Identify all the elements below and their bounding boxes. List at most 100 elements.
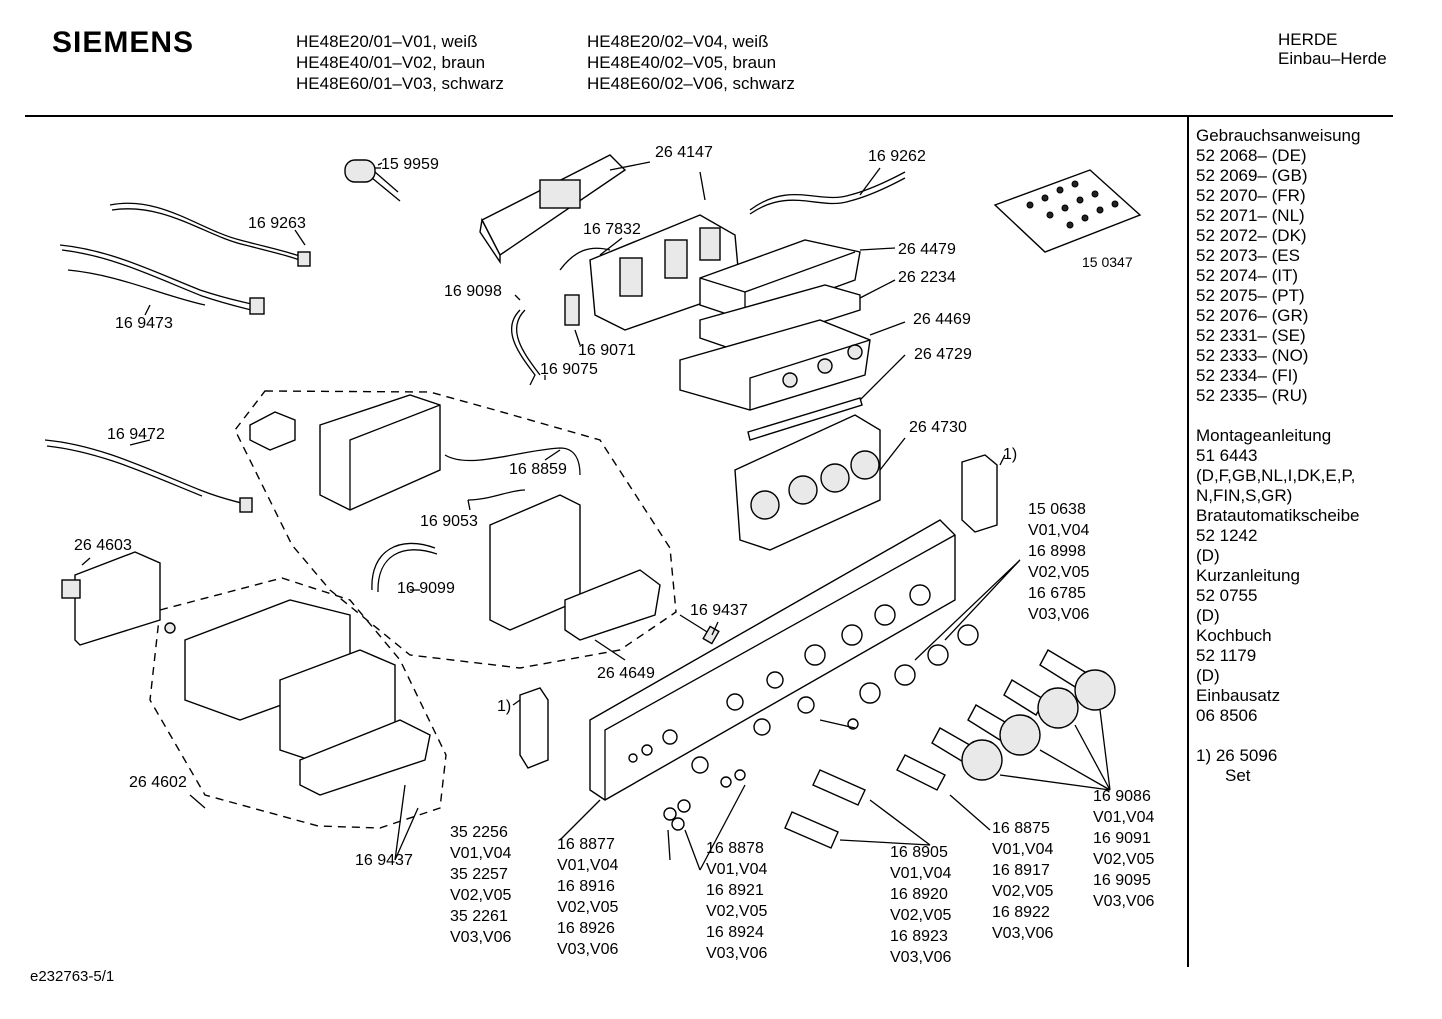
model-line: HE48E40/02–V05, braun [587, 53, 777, 72]
variant-label-group: 16 8877 V01,V04 16 8916 V02,V05 16 8926 … [557, 834, 618, 960]
variant-label-group: 16 9086 V01,V04 16 9091 V02,V05 16 9095 … [1093, 786, 1154, 912]
variant-line: 16 8878 [706, 840, 764, 857]
part-label: 16 9099 [397, 580, 455, 597]
doc-line: 52 2072– (DK) [1196, 226, 1307, 245]
model-list-2: HE48E20/02–V04, weiß HE48E40/02–V05, bra… [587, 31, 795, 94]
variant-label-group: 15 0638 V01,V04 16 8998 V02,V05 16 6785 … [1028, 499, 1089, 625]
wire-harness-169263 [109, 202, 311, 267]
variant-line: V02,V05 [557, 899, 619, 916]
leader-lines [81, 161, 1111, 871]
doc-line: (D) [1196, 546, 1220, 565]
doc-line: (D,F,GB,NL,I,DK,E,P, [1196, 466, 1356, 485]
variant-line: 16 8917 [992, 862, 1050, 879]
model-line: HE48E20/01–V01, weiß [296, 32, 478, 51]
variant-line: V02,V05 [706, 903, 768, 920]
part-label: 26 2234 [898, 269, 956, 286]
group-outline-electronics [234, 390, 677, 669]
part-label: 26 4147 [655, 144, 713, 161]
variant-line: V01,V04 [890, 865, 952, 882]
connector-part-169071 [564, 294, 580, 326]
connector-part-top [249, 411, 296, 451]
note-line: Set [1225, 766, 1251, 785]
variant-line: V01,V04 [706, 861, 768, 878]
doc-line: 52 2075– (PT) [1196, 286, 1305, 305]
variant-line: 16 9095 [1093, 872, 1151, 889]
variant-line: V03,V06 [557, 941, 619, 958]
variant-line: V03,V06 [992, 925, 1054, 942]
exploded-diagram [44, 154, 1142, 871]
variant-line: V02,V05 [450, 887, 512, 904]
capacitor-part [344, 159, 401, 202]
note-line: 1) 26 5096 [1196, 746, 1278, 765]
category-line: Einbau–Herde [1278, 49, 1387, 68]
doc-line: 52 2068– (DE) [1196, 146, 1307, 165]
part-label: 15 0347 [1082, 254, 1133, 270]
part-label: 26 4729 [914, 346, 972, 363]
doc-line: 52 2073– (ES [1196, 246, 1300, 265]
doc-line: N,FIN,S,GR) [1196, 486, 1293, 505]
ring-parts [663, 624, 979, 831]
part-label: 16 9075 [540, 361, 598, 378]
variant-line: 16 8922 [992, 904, 1050, 921]
wire-harness-169473 [59, 244, 265, 315]
model-list-1: HE48E20/01–V01, weiß HE48E40/01–V02, bra… [296, 31, 504, 94]
model-line: HE48E40/01–V02, braun [296, 53, 486, 72]
note-marker: 1) [497, 698, 512, 715]
knob-parts [784, 649, 1116, 849]
variant-label-group: 16 8878 V01,V04 16 8921 V02,V05 16 8924 … [706, 838, 767, 964]
doc-line: 52 2070– (FR) [1196, 186, 1306, 205]
variant-line: 16 8923 [890, 928, 948, 945]
variant-line: 16 9091 [1093, 830, 1151, 847]
part-label: 26 4602 [129, 774, 187, 791]
variant-line: V02,V05 [1093, 851, 1155, 868]
doc-line: 52 2333– (NO) [1196, 346, 1309, 365]
variant-line: V01,V04 [1028, 522, 1090, 539]
doc-line: (D) [1196, 666, 1220, 685]
wire-part-169472 [44, 439, 249, 506]
doc-line: 52 2076– (GR) [1196, 306, 1309, 325]
doc-line: 52 2334– (FI) [1196, 366, 1299, 385]
drawing-id: e232763-5/1 [30, 968, 115, 985]
variant-line: 16 8920 [890, 886, 948, 903]
part-label: 26 4479 [898, 241, 956, 258]
control-panel-part [589, 519, 956, 801]
variant-line: V03,V06 [450, 929, 512, 946]
doc-line: 52 1242 [1196, 526, 1258, 545]
brand-logo: SIEMENS [52, 26, 195, 59]
doc-title: Bratautomatikscheibe [1196, 506, 1360, 525]
wire-part-169098 [510, 309, 536, 386]
doc-line: (D) [1196, 606, 1220, 625]
variant-line: V01,V04 [992, 841, 1054, 858]
holder-part [564, 569, 661, 641]
frame-part-264469 [679, 319, 871, 411]
sidebar-rule [1187, 117, 1189, 967]
part-label: 16 9262 [868, 148, 926, 165]
doc-line: 52 0755 [1196, 586, 1258, 605]
wire-part-169099 [371, 542, 436, 591]
part-label: 16 9472 [107, 426, 165, 443]
variant-line: V02,V05 [890, 907, 952, 924]
cover-part-264147 [479, 154, 627, 265]
variant-line: 16 9086 [1093, 788, 1151, 805]
variant-line: 16 8877 [557, 836, 615, 853]
model-line: HE48E60/02–V06, schwarz [587, 74, 795, 93]
variant-line: 16 8916 [557, 878, 615, 895]
part-label: 26 4469 [913, 311, 971, 328]
part-label: 26 4603 [74, 537, 132, 554]
variant-line: V01,V04 [450, 845, 512, 862]
doc-line: 52 2071– (NL) [1196, 206, 1305, 225]
part-label: 26 4649 [597, 665, 655, 682]
doc-line: 52 2074– (IT) [1196, 266, 1299, 285]
doc-line: 52 2335– (RU) [1196, 386, 1308, 405]
bracket-part-right [961, 454, 998, 533]
category-line: HERDE [1278, 30, 1338, 49]
part-label: 16 9098 [444, 283, 502, 300]
doc-title: Kochbuch [1196, 626, 1272, 645]
frame-part-262234 [699, 284, 861, 351]
variant-line: 16 8875 [992, 820, 1050, 837]
screw-bag-part [993, 169, 1142, 253]
variant-line: 35 2257 [450, 866, 508, 883]
part-label: 16 9263 [248, 215, 306, 232]
doc-line: 52 2331– (SE) [1196, 326, 1306, 345]
part-label: 16 9437 [690, 602, 748, 619]
